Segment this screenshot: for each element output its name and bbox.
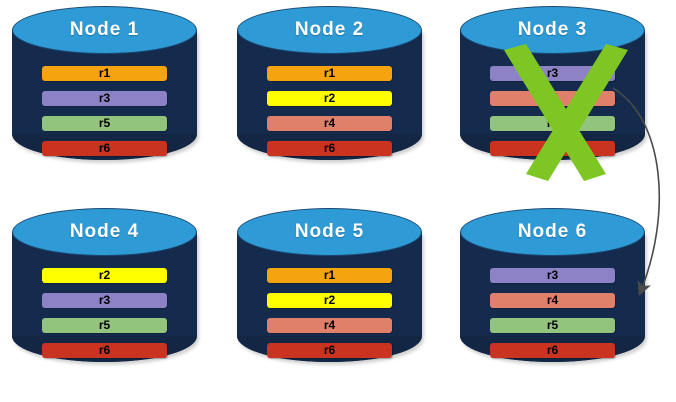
replica-bar[interactable]: r6 <box>42 343 167 358</box>
cylinder-top-ellipse <box>237 6 422 54</box>
replica-bar[interactable]: r6 <box>267 141 392 156</box>
replica-list: r3 r4 r5 r6 <box>490 66 615 156</box>
replica-bar[interactable]: r6 <box>490 343 615 358</box>
replica-list: r1 r3 r5 r6 <box>42 66 167 156</box>
node-label: Node 4 <box>69 221 140 242</box>
replica-bar[interactable]: r4 <box>490 293 615 308</box>
node-label: Node 3 <box>517 19 588 40</box>
replica-list: r2 r3 r5 r6 <box>42 268 167 358</box>
node-label: Node 5 <box>294 221 365 242</box>
node-cylinder-3[interactable]: Node 3 r3 r4 r5 r6 <box>460 6 645 184</box>
replica-bar[interactable]: r5 <box>490 318 615 333</box>
replica-bar[interactable]: r6 <box>42 141 167 156</box>
replica-bar[interactable]: r5 <box>42 318 167 333</box>
replica-bar[interactable]: r2 <box>42 268 167 283</box>
node-cylinder-1[interactable]: Node 1 r1 r3 r5 r6 <box>12 6 197 184</box>
replica-bar[interactable]: r2 <box>267 91 392 106</box>
replica-bar[interactable]: r1 <box>267 66 392 81</box>
replica-bar[interactable]: r3 <box>490 268 615 283</box>
replica-bar[interactable]: r3 <box>42 293 167 308</box>
replica-bar[interactable]: r1 <box>42 66 167 81</box>
cylinder-top-ellipse <box>237 208 422 256</box>
replica-list: r3 r4 r5 r6 <box>490 268 615 358</box>
replica-bar[interactable]: r4 <box>490 91 615 106</box>
cylinder-top-ellipse <box>12 208 197 256</box>
replica-bar[interactable]: r5 <box>490 116 615 131</box>
node-label: Node 6 <box>517 221 588 242</box>
replica-bar[interactable]: r4 <box>267 116 392 131</box>
replica-bar[interactable]: r5 <box>42 116 167 131</box>
replica-list: r1 r2 r4 r6 <box>267 268 392 358</box>
replica-bar[interactable]: r1 <box>267 268 392 283</box>
node-cylinder-6[interactable]: Node 6 r3 r4 r5 r6 <box>460 208 645 386</box>
cylinder-top-ellipse <box>12 6 197 54</box>
node-cylinder-2[interactable]: Node 2 r1 r2 r4 r6 <box>237 6 422 184</box>
replica-list: r1 r2 r4 r6 <box>267 66 392 156</box>
replica-bar[interactable]: r6 <box>267 343 392 358</box>
replica-bar[interactable]: r3 <box>490 66 615 81</box>
node-cylinder-5[interactable]: Node 5 r1 r2 r4 r6 <box>237 208 422 386</box>
replica-bar[interactable]: r2 <box>267 293 392 308</box>
replica-bar[interactable]: r6 <box>490 141 615 156</box>
replica-bar[interactable]: r4 <box>267 318 392 333</box>
replica-bar[interactable]: r3 <box>42 91 167 106</box>
node-cylinder-4[interactable]: Node 4 r2 r3 r5 r6 <box>12 208 197 386</box>
node-label: Node 1 <box>69 19 140 40</box>
node-label: Node 2 <box>294 19 365 40</box>
